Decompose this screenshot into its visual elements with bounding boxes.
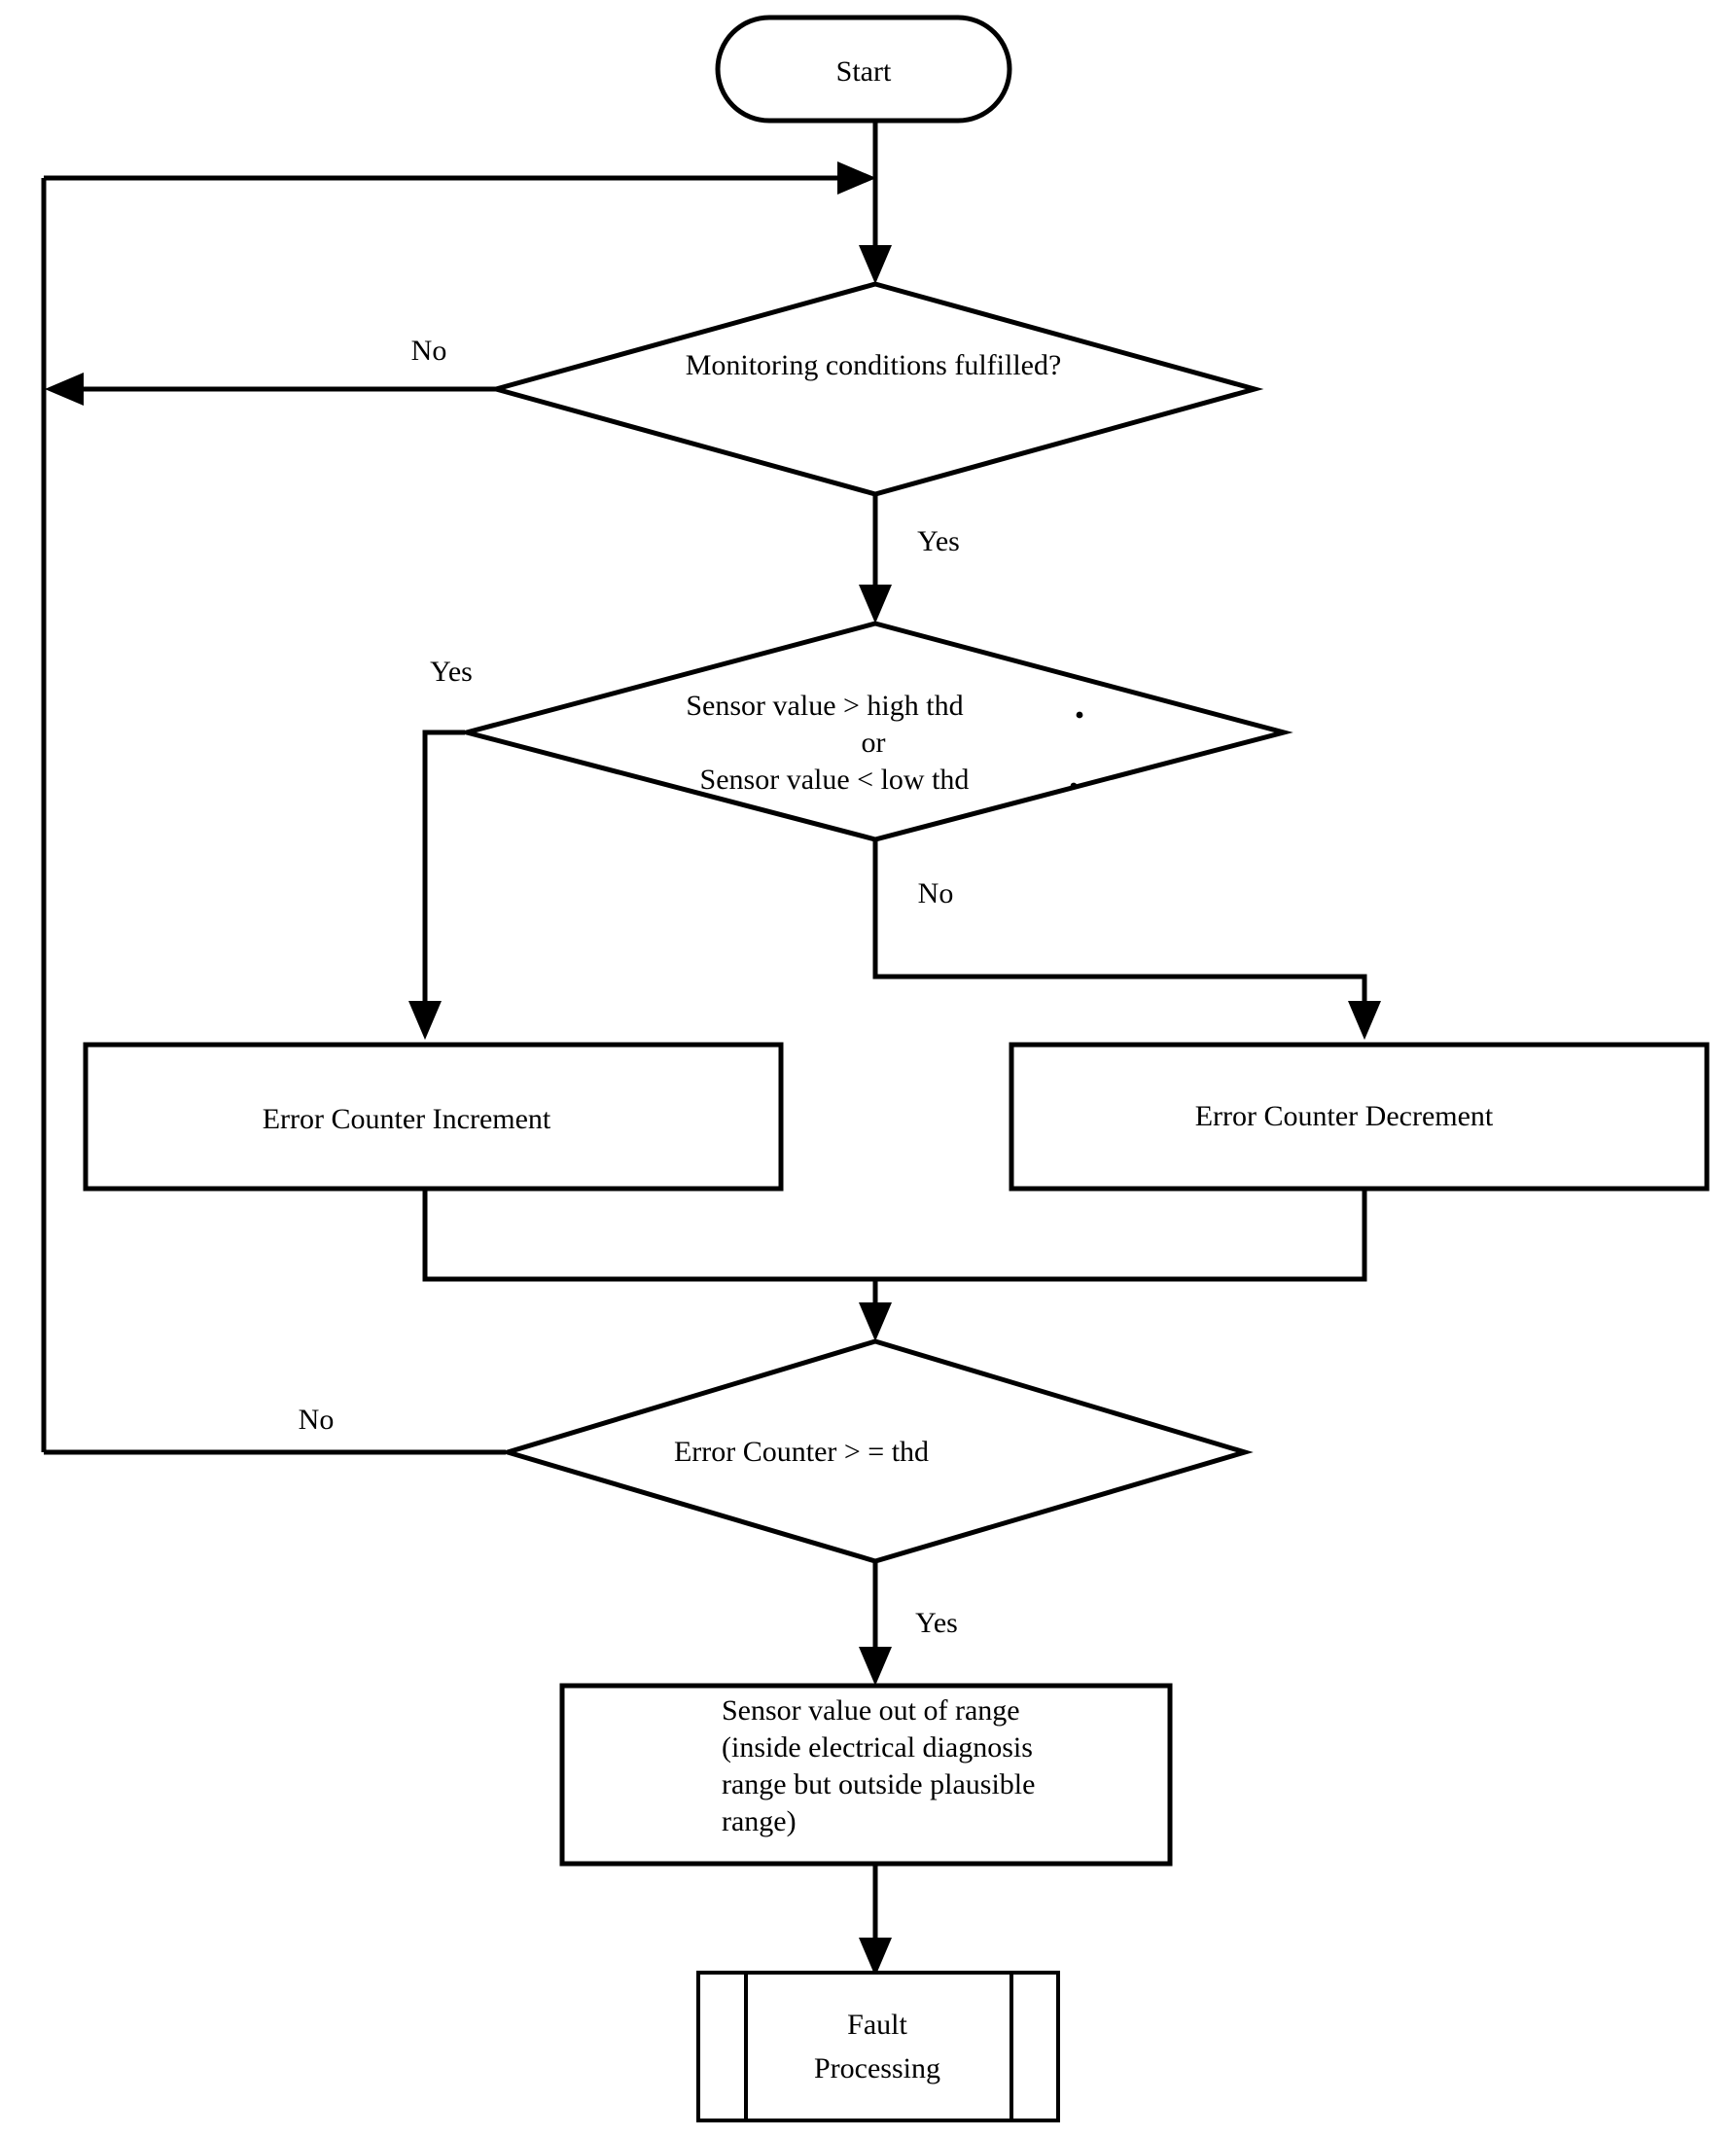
edge-monitoring-no <box>45 373 506 406</box>
monitoring-decision-label: Monitoring conditions fulfilled? <box>686 349 1062 381</box>
edge-label-monitoring-no: No <box>411 335 447 367</box>
sensor-decision-line1: Sensor value > high thd <box>686 690 963 722</box>
edge-increment-to-merge <box>422 1189 875 1282</box>
start-label: Start <box>836 55 892 88</box>
sensor-decision-shape <box>457 621 1293 842</box>
edge-label-counter-yes: Yes <box>915 1607 958 1639</box>
sensor-decision-line3: Sensor value < low thd <box>700 764 970 796</box>
sensor-out-of-range-shape <box>559 1683 1173 1867</box>
error-counter-decrement-label: Error Counter Decrement <box>1195 1100 1494 1132</box>
node-fault-processing[interactable]: Fault Processing <box>696 1971 1060 2122</box>
edge-start-to-monitoring <box>859 122 892 284</box>
node-monitoring-decision[interactable]: Monitoring conditions fulfilled? <box>486 281 1264 497</box>
sensor-out-of-range-line1: Sensor value out of range <box>722 1694 1020 1727</box>
edge-range-to-fault <box>859 1864 892 1977</box>
fault-processing-line2: Processing <box>814 2052 940 2084</box>
node-error-counter-increment[interactable]: Error Counter Increment <box>83 1042 784 1192</box>
edge-label-sensor-no: No <box>918 877 954 909</box>
node-error-counter-decrement[interactable]: Error Counter Decrement <box>1009 1042 1710 1192</box>
edge-label-sensor-yes: Yes <box>430 656 473 688</box>
edge-loop-return-top <box>44 161 876 195</box>
error-counter-decision-label: Error Counter > = thd <box>674 1436 929 1468</box>
edge-label-counter-no: No <box>299 1404 335 1436</box>
sensor-out-of-range-line4: range) <box>722 1805 797 1837</box>
node-error-counter-decision[interactable]: Error Counter > = thd <box>499 1338 1254 1564</box>
monitoring-decision-shape <box>486 281 1264 497</box>
sensor-out-of-range-line3: range but outside plausible <box>722 1768 1035 1800</box>
edge-label-monitoring-yes: Yes <box>917 525 960 557</box>
sensor-decision-mark1 <box>1076 711 1083 719</box>
edge-monitoring-yes <box>859 492 892 623</box>
node-sensor-decision[interactable]: Sensor value > high thd or Sensor value … <box>457 621 1293 842</box>
error-counter-increment-shape <box>83 1042 784 1192</box>
node-sensor-out-of-range[interactable]: Sensor value out of range (inside electr… <box>559 1683 1173 1867</box>
start-shape <box>715 15 1012 124</box>
error-counter-increment-label: Error Counter Increment <box>263 1103 551 1135</box>
edge-sensor-yes <box>408 730 465 1040</box>
edge-decrement-to-merge <box>875 1189 1367 1282</box>
fault-processing-line1: Fault <box>847 2009 907 2041</box>
edge-sensor-no <box>872 837 1381 1040</box>
sensor-decision-mark2 <box>1070 782 1078 790</box>
edge-counter-yes <box>859 1563 892 1686</box>
error-counter-decision-shape <box>499 1338 1254 1564</box>
edge-merge-to-counter-decision <box>859 1279 892 1341</box>
sensor-decision-line2: or <box>862 727 886 759</box>
error-counter-decrement-shape <box>1009 1042 1710 1192</box>
fault-processing-shape <box>696 1971 1060 2122</box>
sensor-out-of-range-line2: (inside electrical diagnosis <box>722 1731 1033 1763</box>
node-start[interactable]: Start <box>715 15 1012 124</box>
